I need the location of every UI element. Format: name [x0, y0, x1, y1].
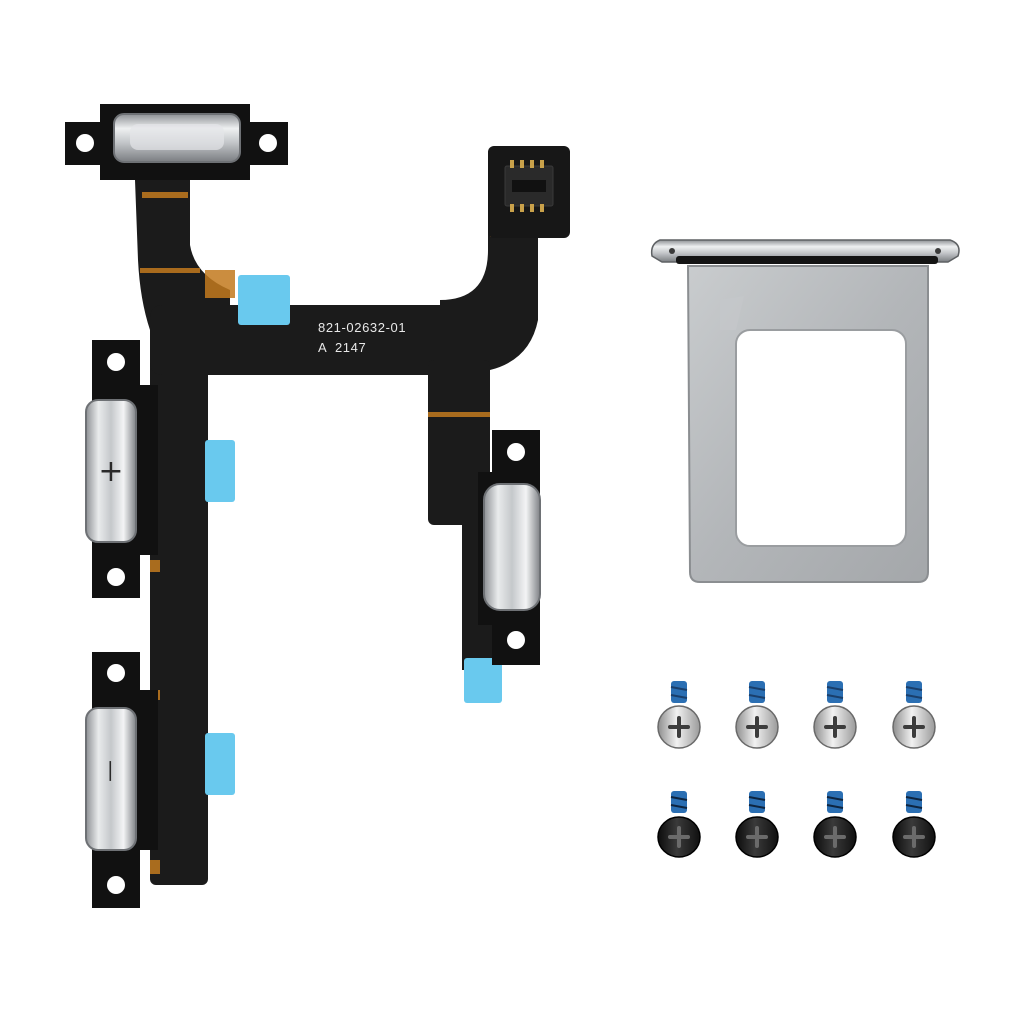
blue-stiffener-pads: [205, 275, 502, 795]
silver-screw: [813, 681, 857, 749]
volume-up-button: [85, 399, 137, 543]
black-screw: [813, 791, 857, 858]
part-number-label: 821-02632-01: [318, 320, 406, 335]
black-screw: [892, 791, 936, 858]
sim-tray: [650, 239, 960, 583]
power-button-bracket: [478, 430, 541, 665]
volume-up-bracket: +: [85, 340, 158, 598]
top-button-bracket: [65, 104, 288, 180]
volume-down-symbol: —: [98, 760, 123, 782]
silver-screw: [892, 681, 936, 749]
volume-down-button: [85, 707, 137, 851]
silver-screw: [735, 681, 779, 749]
power-button: [483, 483, 541, 611]
power-volume-flex-cable: 821-02632-01 A 2147: [65, 104, 570, 908]
volume-down-bracket: —: [85, 652, 158, 908]
volume-up-symbol: +: [98, 454, 123, 489]
sim-card-slot: [735, 329, 907, 547]
black-screw: [735, 791, 779, 858]
silver-screw-set: [657, 681, 936, 749]
black-screw-set: [657, 791, 936, 858]
black-screw: [657, 791, 701, 858]
revision-label: A 2147: [318, 340, 366, 355]
board-connector: [488, 146, 570, 238]
flex-body: [135, 180, 538, 885]
silver-screw: [657, 681, 701, 749]
